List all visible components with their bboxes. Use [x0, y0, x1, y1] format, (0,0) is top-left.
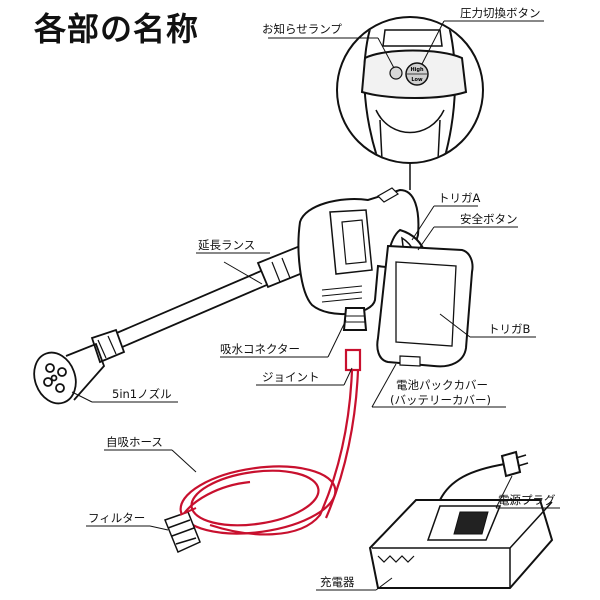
nozzle-label: 5in1ノズル — [112, 387, 172, 401]
filter-drawing — [164, 507, 201, 554]
suction-hose-label: 自吸ホース — [106, 435, 163, 449]
zoom-detail: High Low — [336, 16, 484, 190]
battery-cover-label: 電池パックカバー — [396, 378, 488, 392]
safety-button-label: 安全ボタン — [460, 212, 518, 226]
trigger-b-label: トリガB — [488, 322, 530, 336]
low-label: Low — [411, 77, 423, 83]
pressure-button-label: 圧力切換ボタン — [460, 6, 541, 20]
notify-lamp-dot — [389, 66, 403, 80]
charger-label: 充電器 — [320, 575, 355, 589]
filter-label: フィルター — [88, 511, 145, 525]
intake-connector-label: 吸水コネクター — [220, 342, 300, 356]
page-title: 各部の名称 — [34, 10, 200, 48]
extension-lance-label: 延長ランス — [198, 238, 255, 252]
joint-label: ジョイント — [262, 370, 320, 384]
battery-cover-alt-label: (バッテリーカバー) — [390, 393, 491, 407]
gun-body-drawing — [297, 187, 474, 368]
suction-hose-drawing — [179, 348, 362, 536]
high-label: High — [410, 67, 423, 73]
power-plug-label: 電源プラグ — [498, 493, 556, 507]
trigger-a-label: トリガA — [438, 191, 480, 205]
charger-drawing — [368, 450, 554, 589]
notify-lamp-label: お知らせランプ — [262, 22, 342, 36]
nozzle-drawing — [33, 342, 106, 405]
leader-lines — [71, 20, 560, 591]
